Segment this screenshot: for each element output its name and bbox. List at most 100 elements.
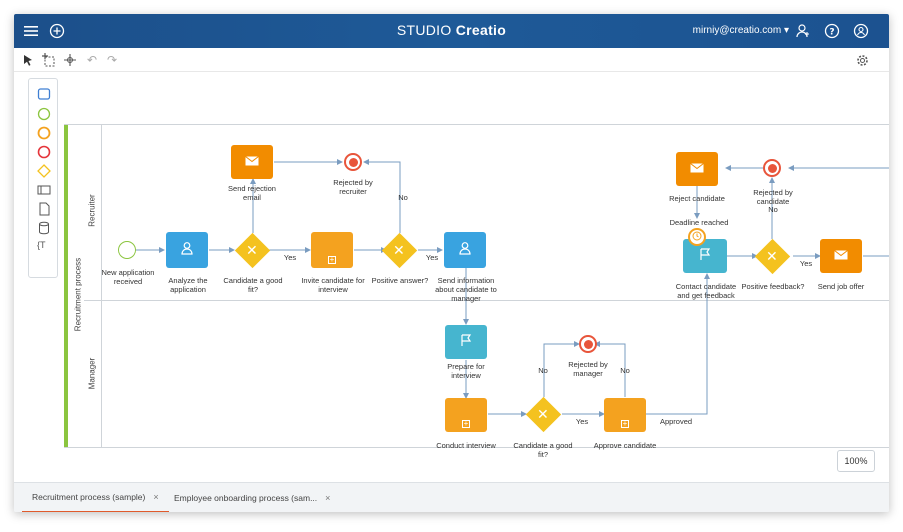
- designer-toolbar: ↶ ↷: [14, 48, 889, 72]
- approve-task[interactable]: +: [604, 398, 646, 432]
- add-element-icon[interactable]: [40, 52, 56, 68]
- palette-end-event-icon[interactable]: [37, 145, 51, 159]
- tab-label: Recruitment process (sample): [32, 492, 146, 502]
- user-task-icon: [180, 241, 194, 260]
- menu-icon[interactable]: [22, 22, 40, 40]
- tab-onboarding[interactable]: Employee onboarding process (sam... ×: [164, 483, 340, 512]
- flow-yes-3: Yes: [575, 417, 589, 426]
- invite-task-label: Invite candidate for interview: [301, 276, 365, 294]
- palette-document-icon[interactable]: [37, 202, 51, 216]
- contact-task[interactable]: [683, 239, 727, 273]
- rejected-candidate-label: Rejected by candidate: [753, 188, 793, 206]
- send-rejection-label: Send rejection email: [228, 184, 276, 202]
- palette-task-icon[interactable]: [37, 87, 51, 101]
- brand-logo: STUDIO Creatio: [396, 22, 507, 38]
- element-palette: {T: [28, 78, 58, 278]
- end-event-rejected-manager[interactable]: [579, 335, 597, 353]
- lane-manager[interactable]: Manager: [84, 300, 102, 448]
- subprocess-icon: +: [462, 419, 470, 428]
- user-add-icon[interactable]: [794, 22, 812, 40]
- recruitment-pool: Recruitment process Recruiter Manager: [64, 124, 889, 448]
- start-event-label: New application received: [101, 268, 155, 286]
- user-menu[interactable]: mirniy@creatio.com ▾: [693, 25, 789, 36]
- email-icon: [834, 247, 848, 265]
- contact-label: Contact candidate and get feedback: [675, 282, 737, 300]
- end-event-dot: [767, 163, 777, 173]
- end-event-dot: [583, 339, 593, 349]
- palette-gateway-icon[interactable]: [37, 164, 51, 178]
- lane-recruiter[interactable]: Recruiter: [84, 124, 102, 300]
- rejected-manager-label: Rejected by manager: [568, 360, 608, 378]
- settings-gear-icon[interactable]: [854, 52, 870, 68]
- send-info-label: Send information about candidate to mana…: [435, 276, 497, 303]
- lane-label-recruiter: Recruiter: [87, 194, 97, 227]
- tab-recruitment[interactable]: Recruitment process (sample) ×: [22, 483, 169, 512]
- send-offer-task[interactable]: [820, 239, 862, 273]
- profile-icon[interactable]: [852, 22, 870, 40]
- zoom-level[interactable]: 100%: [837, 450, 875, 472]
- studio-window: STUDIO Creatio mirniy@creatio.com ▾ ? ↶ …: [14, 14, 889, 512]
- invite-task[interactable]: +: [311, 232, 353, 268]
- close-icon[interactable]: ×: [153, 492, 159, 502]
- flow-no-4: No: [768, 205, 778, 214]
- pool-label: Recruitment process: [73, 257, 83, 332]
- gateway-fit-label: Candidate a good fit?: [223, 276, 283, 294]
- gateway-feedback-label: Positive feedback?: [741, 282, 805, 291]
- help-icon[interactable]: ?: [823, 22, 841, 40]
- lane-label-manager: Manager: [87, 357, 97, 390]
- flow-no-1: No: [398, 193, 408, 202]
- deadline-label: Deadline reached: [669, 218, 729, 227]
- subprocess-icon: +: [328, 255, 336, 264]
- palette-text-annotation-icon[interactable]: {T: [37, 240, 46, 250]
- add-icon[interactable]: [48, 22, 66, 40]
- rejected-recruiter-label: Rejected by recruiter: [333, 178, 373, 196]
- send-rejection-task[interactable]: [231, 145, 273, 179]
- clock-icon: [692, 228, 702, 246]
- exclusive-gateway-icon: ✕: [766, 248, 778, 264]
- gateway-positive-label: Positive answer?: [371, 276, 429, 285]
- flow-approved: Approved: [659, 417, 693, 426]
- prepare-label: Prepare for interview: [447, 362, 485, 380]
- email-icon: [690, 160, 704, 178]
- svg-text:?: ?: [829, 28, 834, 38]
- chevron-down-icon: ▾: [783, 25, 789, 36]
- pointer-icon[interactable]: [20, 52, 36, 68]
- close-icon[interactable]: ×: [325, 493, 331, 503]
- flow-yes-2: Yes: [425, 253, 439, 262]
- palette-start-event-icon[interactable]: [37, 107, 51, 121]
- flow-yes-1: Yes: [283, 253, 297, 262]
- reject-candidate-task[interactable]: [676, 152, 718, 186]
- flow-no-2: No: [538, 366, 548, 375]
- send-info-task[interactable]: [444, 232, 486, 268]
- send-offer-label: Send job offer: [817, 282, 865, 291]
- gateway-good-fit-label: Candidate a good fit?: [513, 441, 573, 459]
- palette-data-store-icon[interactable]: [37, 221, 51, 235]
- end-event-rejected-candidate[interactable]: [763, 159, 781, 177]
- exclusive-gateway-icon: ✕: [537, 406, 549, 422]
- move-icon[interactable]: [62, 52, 78, 68]
- palette-intermediate-event-icon[interactable]: [37, 126, 51, 140]
- process-canvas[interactable]: {T Recruitment process Recruiter Manager: [14, 72, 889, 482]
- tab-label: Employee onboarding process (sam...: [174, 493, 318, 503]
- top-bar: STUDIO Creatio mirniy@creatio.com ▾ ?: [14, 14, 889, 48]
- conduct-task[interactable]: +: [445, 398, 487, 432]
- analyze-task[interactable]: [166, 232, 208, 268]
- diagram-tabs: Recruitment process (sample) × Employee …: [14, 482, 889, 512]
- start-event[interactable]: [118, 241, 136, 259]
- analyze-task-label: Analyze the application: [168, 276, 208, 294]
- redo-icon[interactable]: ↷: [106, 53, 118, 67]
- undo-icon[interactable]: ↶: [86, 53, 98, 67]
- subprocess-icon: +: [621, 419, 629, 428]
- conduct-label: Conduct interview: [436, 441, 496, 450]
- pool-accent-bar: [64, 124, 68, 448]
- exclusive-gateway-icon: ✕: [246, 242, 258, 258]
- palette-lane-icon[interactable]: [37, 183, 51, 197]
- timer-boundary-event[interactable]: [688, 228, 706, 246]
- flag-icon: [460, 333, 472, 351]
- prepare-task[interactable]: [445, 325, 487, 359]
- flow-no-3: No: [620, 366, 630, 375]
- lane-divider: [84, 300, 889, 301]
- end-event-rejected-recruiter[interactable]: [344, 153, 362, 171]
- flag-icon: [699, 247, 711, 265]
- pool-border: [64, 124, 889, 448]
